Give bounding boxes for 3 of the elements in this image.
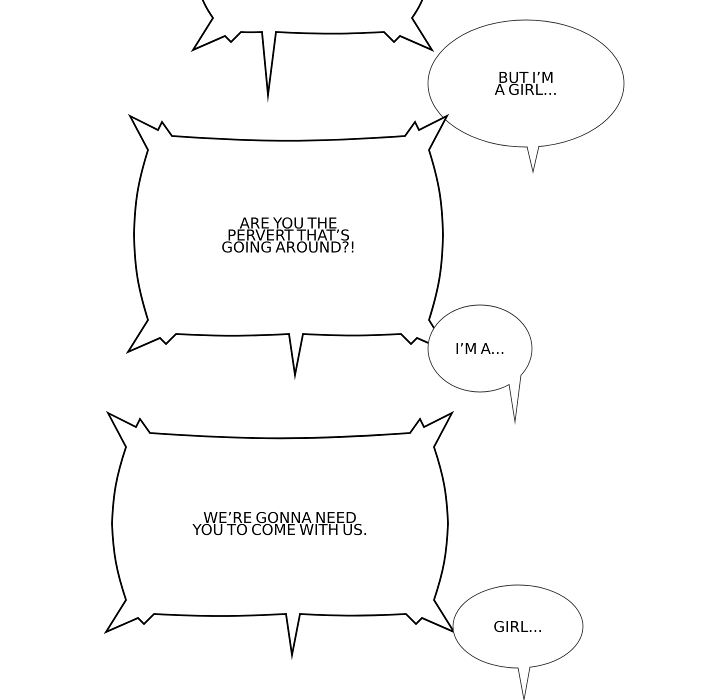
speech-balloon: BUT I’M A GIRL... — [428, 20, 624, 174]
speech-balloon: I’M A... — [428, 304, 532, 426]
speech-balloon: GIRL... — [452, 584, 584, 700]
